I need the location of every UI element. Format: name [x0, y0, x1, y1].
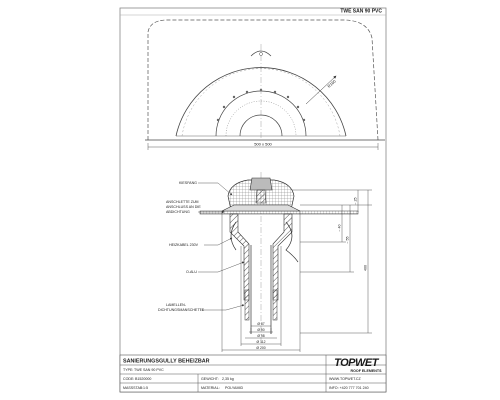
material-label: MATERIAL:	[201, 386, 220, 390]
flange-top	[221, 204, 301, 212]
type-value: TWE SAN 90 PVC	[134, 368, 164, 372]
material-value: POLYAMID	[225, 386, 243, 390]
brand-subtitle: ROOF ELEMENTS	[351, 369, 383, 373]
plan-view: R160 500 x 500	[145, 19, 385, 150]
weight-value: 2,35 kg	[222, 377, 234, 381]
callout-flange-3: ABDICHTUNG	[166, 210, 190, 214]
heating-cable	[230, 221, 299, 263]
vdim-d2: ~ 55	[346, 236, 350, 243]
section-view: KIESFANG ANSCHLETTE ZUM ANSCHLUSS AN DIE…	[158, 172, 372, 352]
scale-label: MASSSTAB:	[123, 386, 143, 390]
plan-ring-middle	[225, 100, 297, 137]
diameter-dim-2: Ø 90	[257, 328, 264, 332]
flange-membrane	[199, 210, 359, 215]
diameter-dim-5: Ø 200	[256, 346, 265, 350]
diameter-dim-1: Ø 87	[257, 322, 264, 326]
code-label: CODE:	[123, 377, 134, 381]
callout-seal-1: LAMELLEN-	[166, 303, 187, 307]
website: WWW.TOPWET.CZ	[329, 377, 361, 381]
drawing-title: SANIERUNGSGULLY BEHEIZBAR	[123, 359, 210, 365]
plan-bump	[250, 50, 272, 57]
lamella-seal-left	[244, 289, 250, 321]
diameter-dim-lines	[221, 211, 301, 352]
radius-label: R160	[326, 78, 337, 89]
radius-leader	[305, 75, 337, 105]
plan-ribs	[216, 88, 306, 122]
code-value: B1520000	[135, 377, 151, 381]
scale-value: 1:5	[143, 386, 148, 390]
weight-label: GEWICHT:	[201, 377, 219, 381]
width-dim-label: 500 x 500	[254, 142, 272, 147]
callout-body: O-ALU	[186, 270, 197, 274]
product-code-header: TWE SAN 90 PVC	[340, 9, 382, 15]
callout-gravel-guard: KIESFANG	[179, 181, 197, 185]
plan-outline	[147, 19, 379, 141]
diameter-dim-4: Ø 112	[257, 340, 266, 344]
callout-flange-2: ANSCHLUSS AN DIE	[166, 205, 201, 209]
vdim-total: 400	[364, 265, 368, 271]
vdim-d3: ~ 25	[354, 197, 358, 204]
lamella-seal-right	[272, 289, 278, 321]
type-label: TYPE:	[123, 368, 133, 372]
title-block: SANIERUNGSGULLY BEHEIZBAR TYPE: TWE SAN …	[119, 354, 387, 393]
callout-heating-cable: HEIZKABEL 230V	[169, 243, 199, 247]
phone: INFO: +420 777 701 240	[329, 386, 369, 390]
vdim-d1: ~ 40	[338, 224, 342, 231]
gravel-guard-stem	[255, 189, 267, 204]
diameter-dim-3: Ø 98	[257, 334, 264, 338]
gravel-guard-cap	[249, 177, 273, 191]
leader-lines	[198, 182, 245, 311]
brand-logo: TOPWET	[334, 357, 380, 369]
callout-seal-2: DICHTUNGSMANSCHETTE	[158, 308, 205, 312]
callout-flange-1: ANSCHLETTE ZUM	[166, 200, 199, 204]
vertical-dim-lines	[292, 189, 372, 334]
